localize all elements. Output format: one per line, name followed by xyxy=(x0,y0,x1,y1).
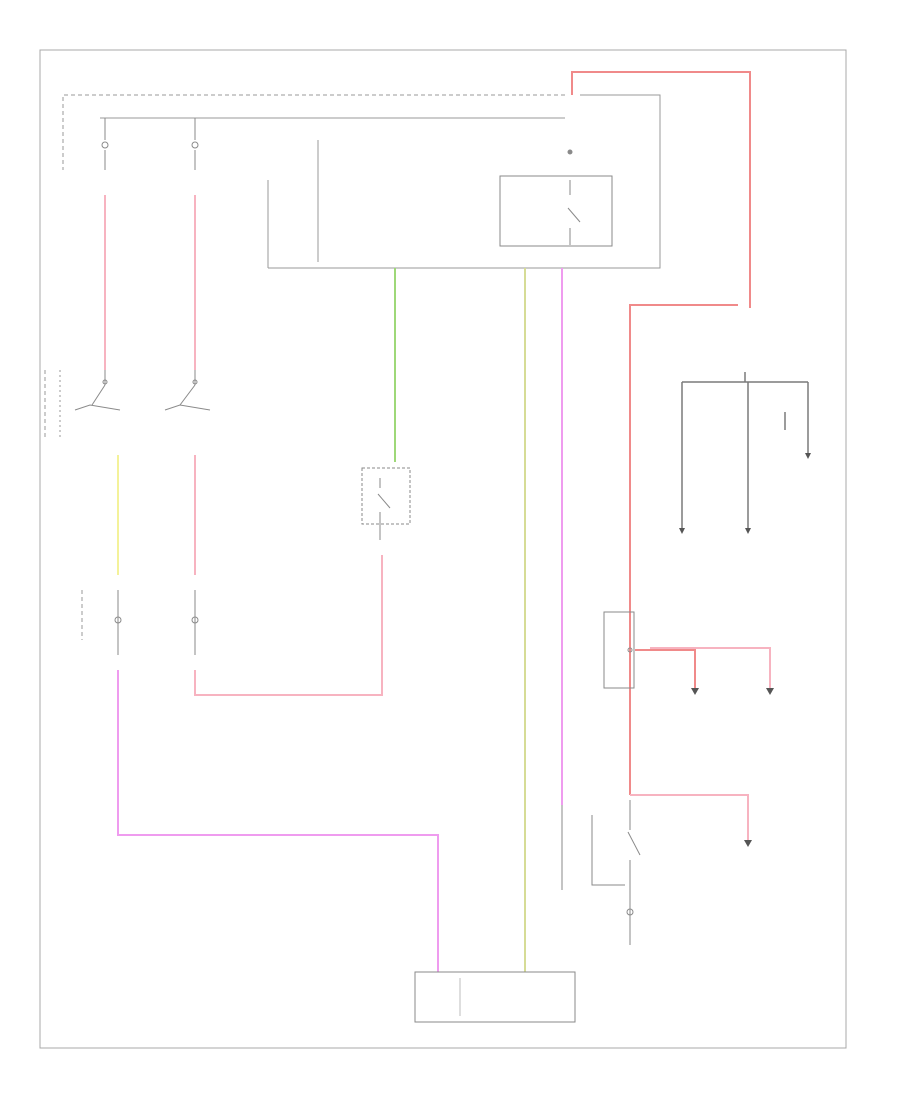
fuse-mid-right xyxy=(191,590,199,655)
wire-red-solenoid xyxy=(630,794,749,840)
ujb-ground-arrows xyxy=(691,688,774,695)
fuse-left-1 xyxy=(101,118,109,170)
fuse-left-2 xyxy=(191,118,199,170)
transmission-range-switch xyxy=(361,467,411,540)
wire-red-ujb-1 xyxy=(635,649,696,690)
powertrain-control-module xyxy=(414,971,576,1023)
diagram-frame xyxy=(39,49,847,1049)
wire-magenta-left xyxy=(117,670,439,972)
wire-red-ujb-2 xyxy=(650,647,771,690)
wire-pink-feeds xyxy=(104,195,196,370)
starter-assembly xyxy=(561,800,641,945)
solenoid-ground-arrow xyxy=(744,840,752,847)
battery-ground-branches xyxy=(681,372,809,530)
junction-block-top xyxy=(44,94,661,440)
ground-arrows xyxy=(679,453,811,534)
ignition-switch xyxy=(74,370,211,411)
wire-red-top xyxy=(571,71,751,308)
wire-pink-to-trs xyxy=(194,555,383,696)
fuse-mid-left xyxy=(114,590,122,655)
underhood-junction-block xyxy=(603,611,635,689)
wire-red-battery xyxy=(629,304,738,795)
starter-relay xyxy=(499,149,613,247)
